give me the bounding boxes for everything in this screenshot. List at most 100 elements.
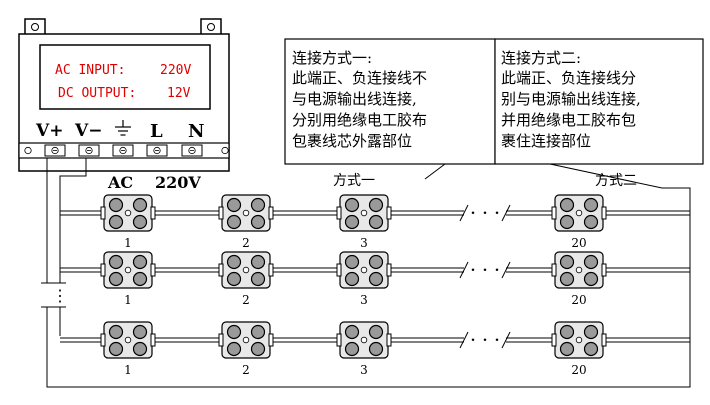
mount-hole-icon — [242, 266, 250, 274]
led-chip-icon — [559, 341, 575, 357]
break-ellipsis: ・・・ — [467, 333, 503, 347]
ac-input-label: AC INPUT: — [55, 63, 125, 78]
method-two-line-2: 别与电源输出线连接, — [501, 90, 641, 108]
method-two-line-1: 此端正、负连接线分 — [501, 69, 636, 87]
led-chip-icon — [368, 197, 384, 213]
led-chip-icon — [108, 341, 124, 357]
break-slash-right — [501, 261, 511, 279]
led-chip-icon — [226, 197, 242, 213]
mount-hole-icon — [575, 266, 583, 274]
led-chip-icon — [226, 341, 242, 357]
break-slash-left — [459, 331, 469, 349]
method-one-box — [284, 38, 496, 165]
module-number: 2 — [242, 363, 250, 377]
led-chip-icon — [583, 341, 599, 357]
led-module — [336, 321, 392, 359]
led-chip-icon — [250, 271, 266, 287]
led-chip-icon — [559, 254, 575, 270]
led-chip-icon — [108, 324, 124, 340]
led-chip-icon — [583, 197, 599, 213]
led-module — [218, 251, 274, 289]
led-module — [551, 321, 607, 359]
method-two-pointer — [549, 163, 663, 189]
mount-hole-left — [31, 23, 39, 31]
led-chip-icon — [108, 197, 124, 213]
vplus-return-wire — [46, 158, 691, 388]
led-chip-icon — [108, 271, 124, 287]
method-one-line-3: 分别用绝缘电工胶布 — [292, 111, 427, 129]
module-number: 3 — [360, 236, 368, 250]
led-chip-icon — [368, 254, 384, 270]
module-number: 3 — [360, 363, 368, 377]
led-module — [336, 194, 392, 232]
led-chip-icon — [344, 254, 360, 270]
mount-hole-icon — [360, 336, 368, 344]
terminal-block — [78, 144, 100, 157]
module-number: 20 — [571, 293, 586, 307]
break-slash-right — [501, 204, 511, 222]
led-chip-icon — [108, 254, 124, 270]
led-chip-icon — [583, 271, 599, 287]
mount-hole-icon — [124, 209, 132, 217]
led-module — [100, 194, 156, 232]
method-one-diagram-label: 方式一 — [333, 173, 375, 189]
led-module — [218, 321, 274, 359]
method-one-line-1: 此端正、负连接线不 — [292, 69, 427, 87]
supply-wires — [41, 158, 691, 388]
voltage-label: 220V — [155, 173, 201, 192]
led-chip-icon — [344, 214, 360, 230]
break-ellipsis: ・・・ — [467, 263, 503, 277]
led-chip-icon — [368, 271, 384, 287]
led-chip-icon — [250, 324, 266, 340]
break-slash-right — [501, 331, 511, 349]
mount-hole-icon — [124, 336, 132, 344]
break-slash-left — [459, 204, 469, 222]
led-module — [100, 251, 156, 289]
led-chip-icon — [250, 197, 266, 213]
led-chip-icon — [226, 254, 242, 270]
module-number: 2 — [242, 293, 250, 307]
module-number: 20 — [571, 363, 586, 377]
module-number: 3 — [360, 293, 368, 307]
led-chip-icon — [108, 214, 124, 230]
mount-hole-right — [207, 23, 215, 31]
psu-display — [39, 44, 211, 110]
led-chip-icon — [132, 197, 148, 213]
led-chip-icon — [368, 324, 384, 340]
led-chip-icon — [344, 324, 360, 340]
ac-input-value: 220V — [160, 63, 191, 78]
vminus-wire — [59, 158, 87, 283]
led-module — [551, 194, 607, 232]
module-number: 2 — [242, 236, 250, 250]
led-chip-icon — [250, 341, 266, 357]
led-chip-icon — [559, 214, 575, 230]
led-chip-icon — [583, 214, 599, 230]
module-number: 1 — [124, 363, 132, 377]
led-chip-icon — [132, 341, 148, 357]
led-chip-icon — [132, 271, 148, 287]
led-chip-icon — [559, 197, 575, 213]
terminal-block — [181, 144, 203, 157]
mount-hole-icon — [575, 336, 583, 344]
module-row: ・・・ 1 2 3 20 — [60, 321, 690, 377]
led-chip-icon — [559, 271, 575, 287]
module-number: 20 — [571, 236, 586, 250]
terminal-block — [112, 144, 134, 157]
terminal-block — [146, 144, 168, 157]
dc-output-value: 12V — [167, 86, 191, 101]
terminal-label-vplus: V+ — [35, 121, 63, 141]
led-chip-icon — [368, 341, 384, 357]
led-chip-icon — [344, 197, 360, 213]
led-chip-icon — [226, 271, 242, 287]
strip-end-screw-icon — [24, 146, 32, 155]
led-chip-icon — [583, 254, 599, 270]
mount-hole-icon — [242, 209, 250, 217]
mount-hole-icon — [360, 266, 368, 274]
led-chip-icon — [132, 324, 148, 340]
terminal-label-l: L — [150, 121, 163, 142]
